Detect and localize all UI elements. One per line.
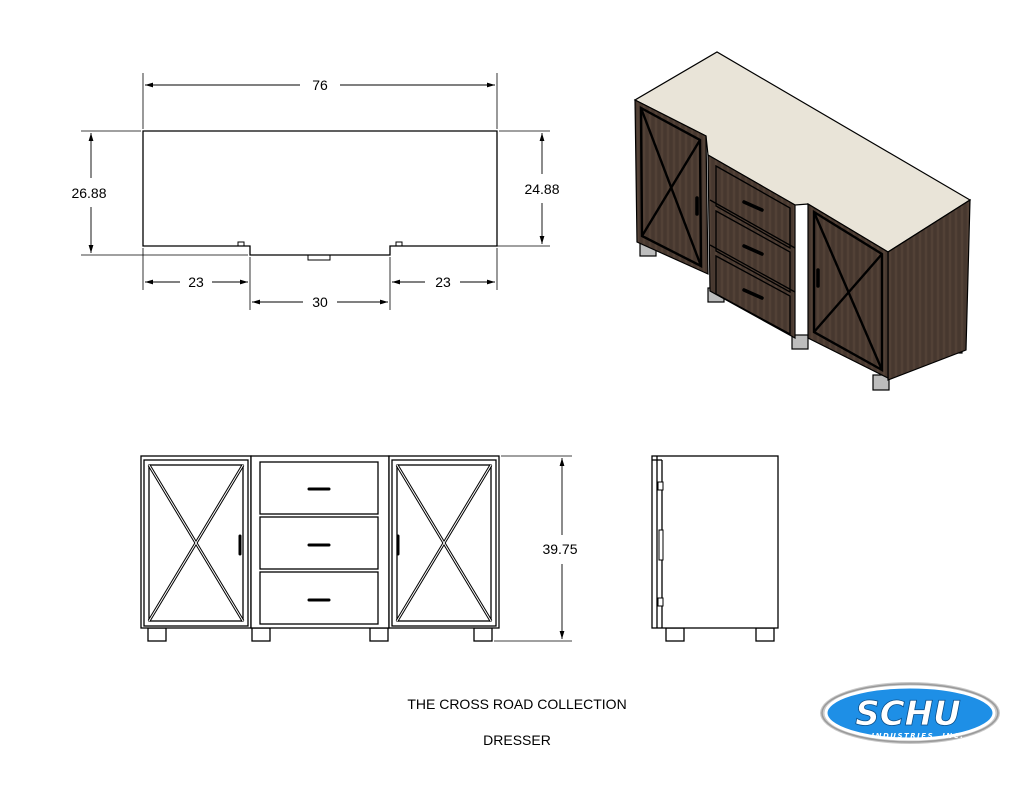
dim-top-width: 76 xyxy=(312,77,328,93)
isometric-view xyxy=(633,51,972,391)
dim-top-side-left: 23 xyxy=(188,274,204,290)
dim-top-center: 30 xyxy=(312,294,328,310)
top-view xyxy=(81,73,550,310)
dim-front-height: 39.75 xyxy=(542,541,577,557)
caption-subtitle: DRESSER xyxy=(483,732,551,748)
dim-top-depth-left: 26.88 xyxy=(71,185,106,201)
side-view xyxy=(651,455,779,642)
dim-top-side-right: 23 xyxy=(435,274,451,290)
caption-title: THE CROSS ROAD COLLECTION xyxy=(407,696,627,712)
schu-logo: SCHU INDUSTRIES, INC. xyxy=(820,682,1000,744)
dim-top-depth-right: 24.88 xyxy=(524,181,559,197)
logo-tagline: INDUSTRIES, INC. xyxy=(872,732,965,740)
front-view xyxy=(140,455,572,642)
logo-text: SCHU xyxy=(855,694,961,734)
